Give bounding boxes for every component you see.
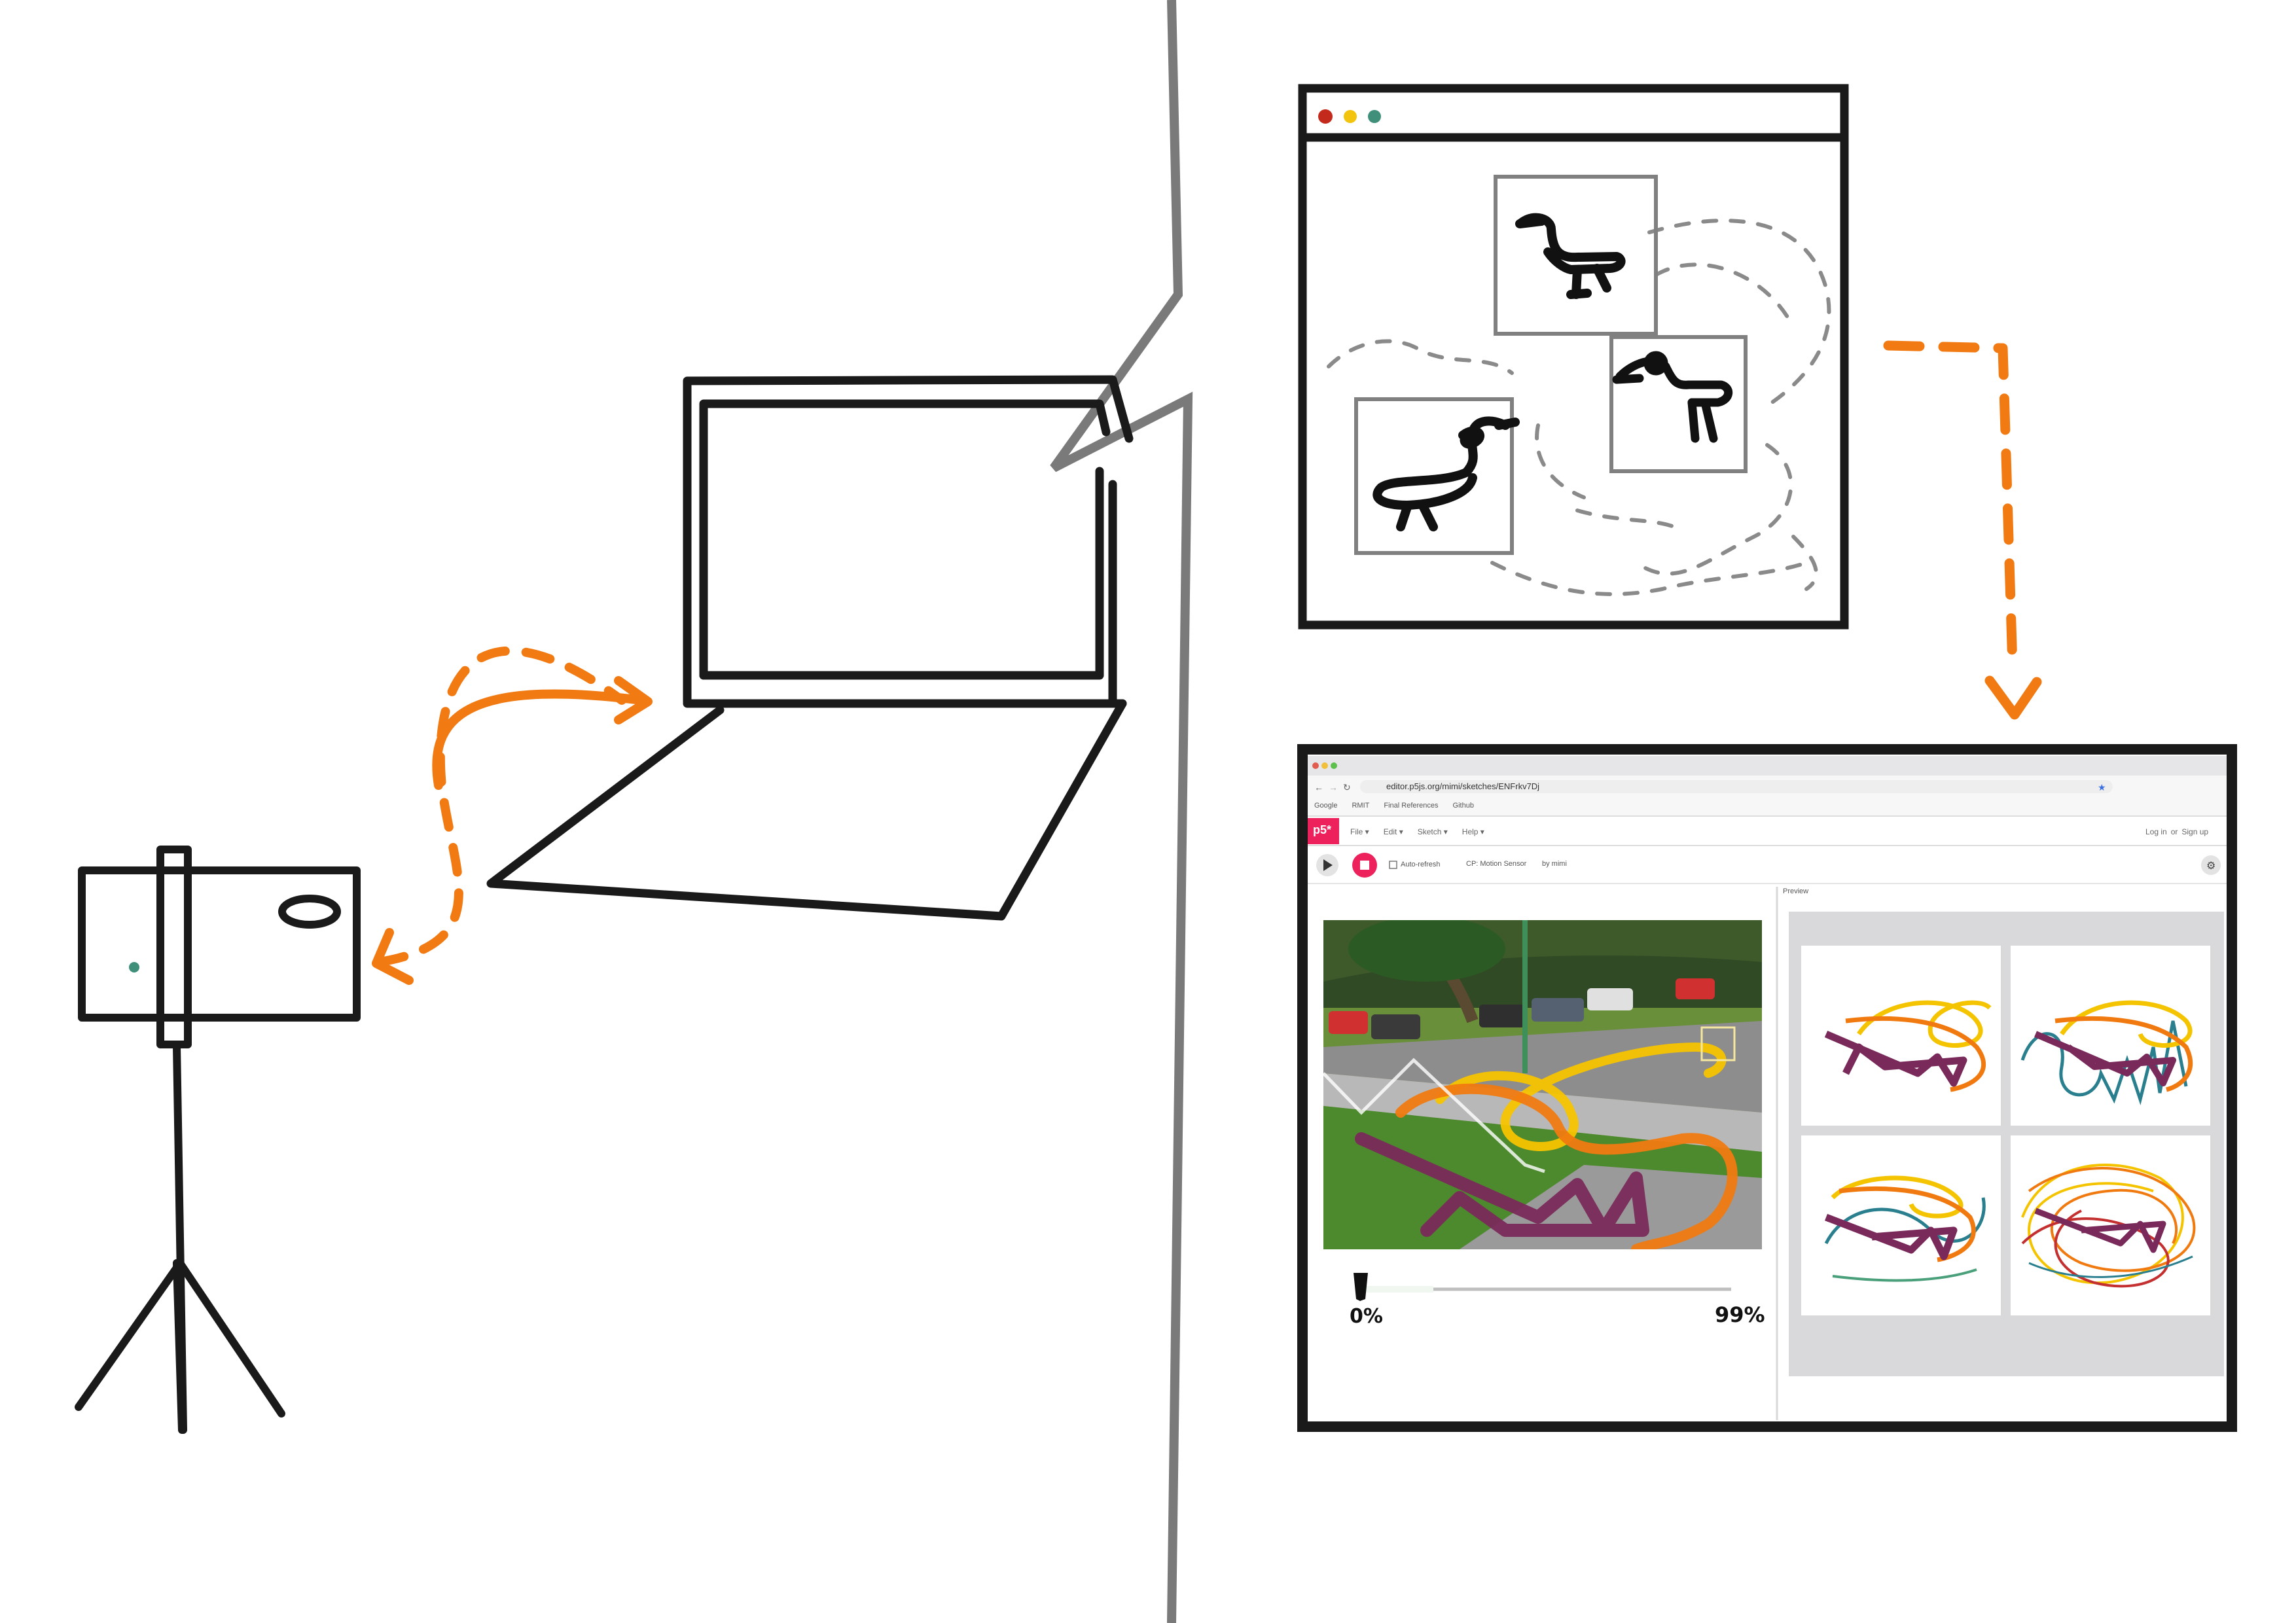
concept-window bbox=[1298, 84, 1849, 630]
auth-links: Log in or Sign up bbox=[2145, 827, 2208, 836]
window-dot-green bbox=[1368, 110, 1381, 123]
camera-indicator-light bbox=[129, 962, 139, 972]
slider-handle[interactable] bbox=[1354, 1273, 1368, 1301]
bird-drawing-2 bbox=[1612, 351, 1733, 443]
sketch-name[interactable]: CP: Motion Sensor bbox=[1466, 860, 1527, 868]
slider-max-label: 99% bbox=[1715, 1302, 1765, 1327]
svg-text:⚙: ⚙ bbox=[2206, 861, 2215, 872]
bookmark-google[interactable]: Google bbox=[1314, 802, 1338, 810]
or-text: or bbox=[2170, 827, 2178, 836]
login-link[interactable]: Log in bbox=[2145, 827, 2167, 836]
progress-slider[interactable] bbox=[1354, 1273, 1731, 1301]
preview-panel-2 bbox=[2011, 946, 2210, 1126]
prototype-screenshot: ← → ↻ ★ ⚙ bbox=[1297, 744, 2237, 1432]
camera-tripod-sketch bbox=[75, 846, 361, 1434]
auto-refresh-checkbox[interactable] bbox=[1389, 861, 1397, 869]
camera-feed-image bbox=[1323, 920, 1762, 1249]
address-bar[interactable] bbox=[1360, 780, 2113, 793]
bookmark-rmit[interactable]: RMIT bbox=[1352, 802, 1370, 810]
preview-panel-3 bbox=[1801, 1135, 2001, 1315]
bookmark-final-references[interactable]: Final References bbox=[1384, 802, 1439, 810]
slider-min-label: 0% bbox=[1350, 1305, 1383, 1328]
bookmarks-bar: Google RMIT Final References Github bbox=[1314, 802, 1474, 810]
bird-drawing-3 bbox=[1372, 416, 1520, 531]
p5-logo[interactable]: p5* bbox=[1313, 823, 1332, 836]
browser-max-dot[interactable] bbox=[1331, 762, 1337, 769]
menu-help[interactable]: Help ▾ bbox=[1462, 827, 1484, 836]
detection-box-3 bbox=[1354, 397, 1514, 555]
preview-panel-4 bbox=[2011, 1135, 2210, 1315]
window-dot-red bbox=[1318, 109, 1333, 124]
menu-file[interactable]: File ▾ bbox=[1350, 827, 1369, 836]
p5-logo-box[interactable] bbox=[1308, 818, 1339, 844]
window-dot-yellow bbox=[1344, 110, 1357, 123]
divider-line bbox=[1050, 0, 1193, 1623]
auto-refresh-label[interactable]: Auto-refresh bbox=[1401, 861, 1441, 868]
reload-icon[interactable]: ↻ bbox=[1343, 782, 1351, 793]
concept-to-prototype-arrow bbox=[1883, 340, 2042, 720]
menu-sketch[interactable]: Sketch ▾ bbox=[1417, 827, 1448, 836]
browser-close-dot[interactable] bbox=[1312, 762, 1319, 769]
gear-icon[interactable] bbox=[2201, 855, 2221, 875]
preview-label: Preview bbox=[1783, 887, 1809, 895]
motion-trail-dashed bbox=[1327, 219, 1831, 596]
star-icon[interactable]: ★ bbox=[2098, 782, 2106, 793]
menu-bar: File ▾ Edit ▾ Sketch ▾ Help ▾ bbox=[1350, 827, 1484, 836]
browser-titlebar bbox=[1308, 756, 2227, 776]
sketch-author: by mimi bbox=[1542, 860, 1567, 868]
forward-icon[interactable]: → bbox=[1329, 782, 1338, 793]
detection-box-2 bbox=[1609, 335, 1748, 473]
detection-box-1 bbox=[1494, 175, 1658, 336]
browser-min-dot[interactable] bbox=[1321, 762, 1328, 769]
camera-laptop-arrow bbox=[372, 646, 653, 985]
menu-edit[interactable]: Edit ▾ bbox=[1383, 827, 1403, 836]
signup-link[interactable]: Sign up bbox=[2181, 827, 2209, 836]
laptop-sketch bbox=[486, 375, 1134, 921]
url-text[interactable]: editor.p5js.org/mimi/sketches/ENFrkv7Dj bbox=[1386, 781, 1540, 791]
back-icon[interactable]: ← bbox=[1314, 782, 1323, 793]
bookmark-github[interactable]: Github bbox=[1452, 802, 1474, 810]
bird-drawing-1 bbox=[1515, 213, 1626, 299]
preview-panel-1 bbox=[1801, 946, 2001, 1126]
